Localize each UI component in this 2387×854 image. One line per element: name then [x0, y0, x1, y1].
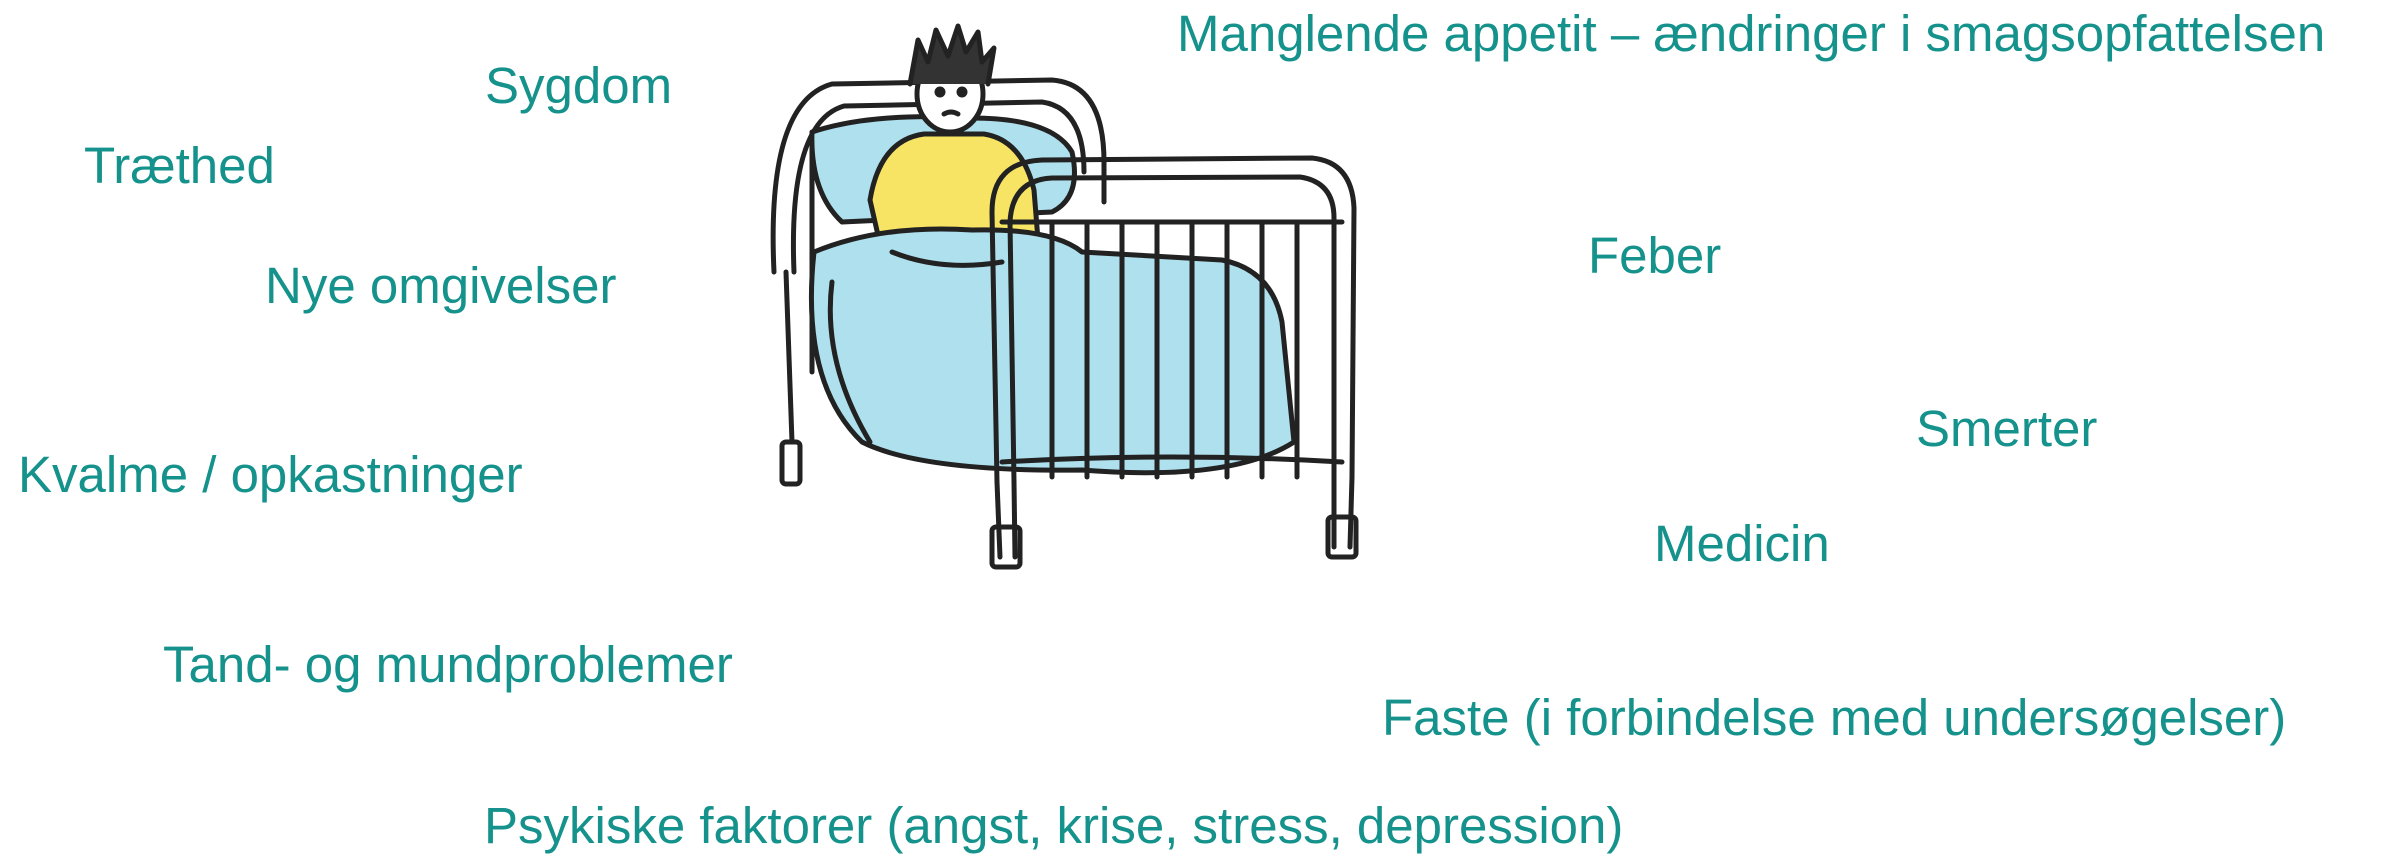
- factor-kvalme: Kvalme / opkastninger: [18, 449, 523, 500]
- factor-faste: Faste (i forbindelse med undersøgelser): [1382, 692, 2286, 743]
- factor-nye-omgivelser: Nye omgivelser: [265, 260, 616, 311]
- factor-sygdom: Sygdom: [485, 60, 672, 111]
- child-in-bed-illustration: [752, 22, 1412, 592]
- factor-traethed: Træthed: [84, 140, 275, 191]
- factor-feber: Feber: [1588, 230, 1721, 281]
- factor-medicin: Medicin: [1654, 518, 1830, 569]
- factor-tand-mund: Tand- og mundproblemer: [163, 639, 733, 690]
- factor-smerter: Smerter: [1916, 403, 2097, 454]
- factor-psykiske-faktorer: Psykiske faktorer (angst, krise, stress,…: [484, 800, 1623, 851]
